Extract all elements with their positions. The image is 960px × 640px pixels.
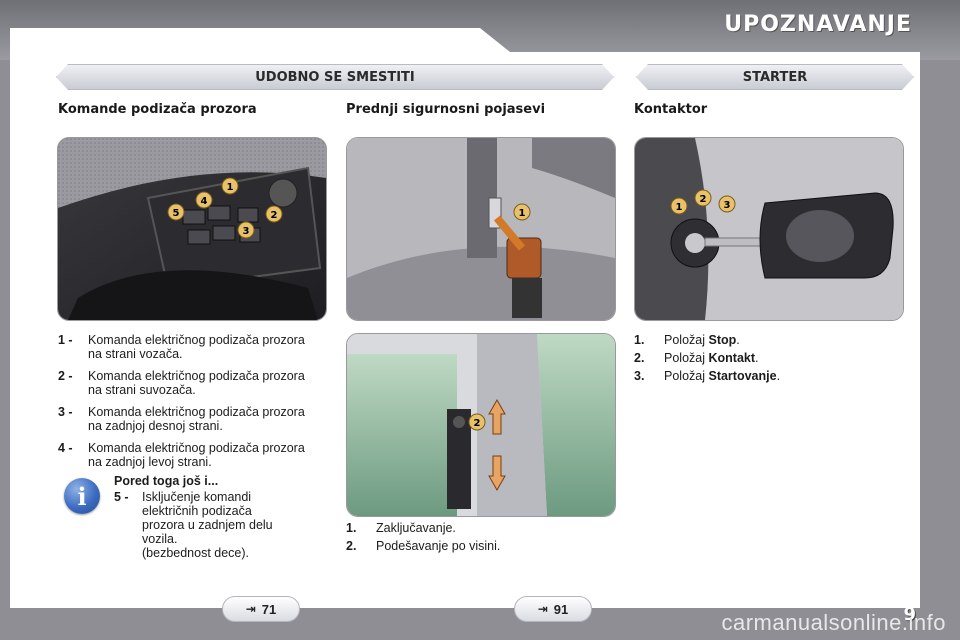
belt-list: 1. Zaključavanje. 2. Podešavanje po visi…	[346, 521, 608, 557]
list-item: 1 - Komanda električnog podizača prozora…	[58, 333, 305, 361]
section-title-belts: Prednji sigurnosni pojasevi	[346, 102, 546, 117]
callout-ignition-2: 2	[700, 194, 707, 205]
callout-windows-1: 1	[227, 182, 234, 193]
list-item: 1. Zaključavanje.	[346, 521, 456, 535]
belt-height-photo: 2	[346, 333, 616, 517]
double-arrow-right-icon: ⇥	[245, 602, 256, 616]
watermark: carmanualsonline.info	[721, 610, 946, 635]
section-title-ignition: Kontaktor	[634, 102, 708, 117]
page-header-title: UPOZNAVANJE	[724, 12, 912, 37]
extra-num: 5 -	[114, 490, 129, 504]
ignition-key-photo: 1 2 3	[634, 137, 904, 321]
window-controls-list: 1 - Komanda električnog podizača prozora…	[58, 333, 320, 477]
callout-windows-2: 2	[271, 210, 278, 221]
list-item: 1. Položaj Stop.	[634, 333, 740, 347]
ignition-list: 1. Položaj Stop. 2. Položaj Kontakt. 3. …	[634, 333, 896, 387]
list-item: 2. Položaj Kontakt.	[634, 351, 759, 365]
callout-belt-1: 1	[519, 208, 526, 219]
list-item: 2. Podešavanje po visini.	[346, 539, 501, 553]
list-item: 3. Položaj Startovanje.	[634, 369, 781, 383]
list-item: 4 - Komanda električnog podizača prozora…	[58, 441, 305, 469]
banner-starter: STARTER	[636, 64, 914, 90]
double-arrow-right-icon: ⇥	[537, 602, 548, 616]
extra-title: Pored toga još i...	[114, 474, 219, 488]
extra-text: Isključenje komandi električnih podizača…	[142, 490, 273, 560]
info-icon: i	[64, 478, 100, 514]
callout-windows-5: 5	[173, 208, 180, 219]
window-controls-photo: 1 2 3 4 5	[57, 137, 327, 321]
callout-windows-3: 3	[243, 226, 250, 237]
callout-windows-4: 4	[201, 196, 208, 207]
list-item: 3 - Komanda električnog podizača prozora…	[58, 405, 305, 433]
callout-belt-2: 2	[474, 418, 481, 429]
page-number: 9	[903, 604, 916, 625]
extra-list: 5 - Isključenje komandi električnih podi…	[114, 490, 273, 560]
section-title-windows: Komande podizača prozora	[58, 102, 257, 117]
page-ref-91-button[interactable]: ⇥ 91	[514, 596, 592, 622]
page-ref-71-button[interactable]: ⇥ 71	[222, 596, 300, 622]
callout-ignition-1: 1	[676, 202, 683, 213]
callout-ignition-3: 3	[724, 200, 731, 211]
banner-comfort: UDOBNO SE SMESTITI	[56, 64, 614, 90]
belt-buckle-photo: 1	[346, 137, 616, 321]
list-item: 2 - Komanda električnog podizača prozora…	[58, 369, 305, 397]
